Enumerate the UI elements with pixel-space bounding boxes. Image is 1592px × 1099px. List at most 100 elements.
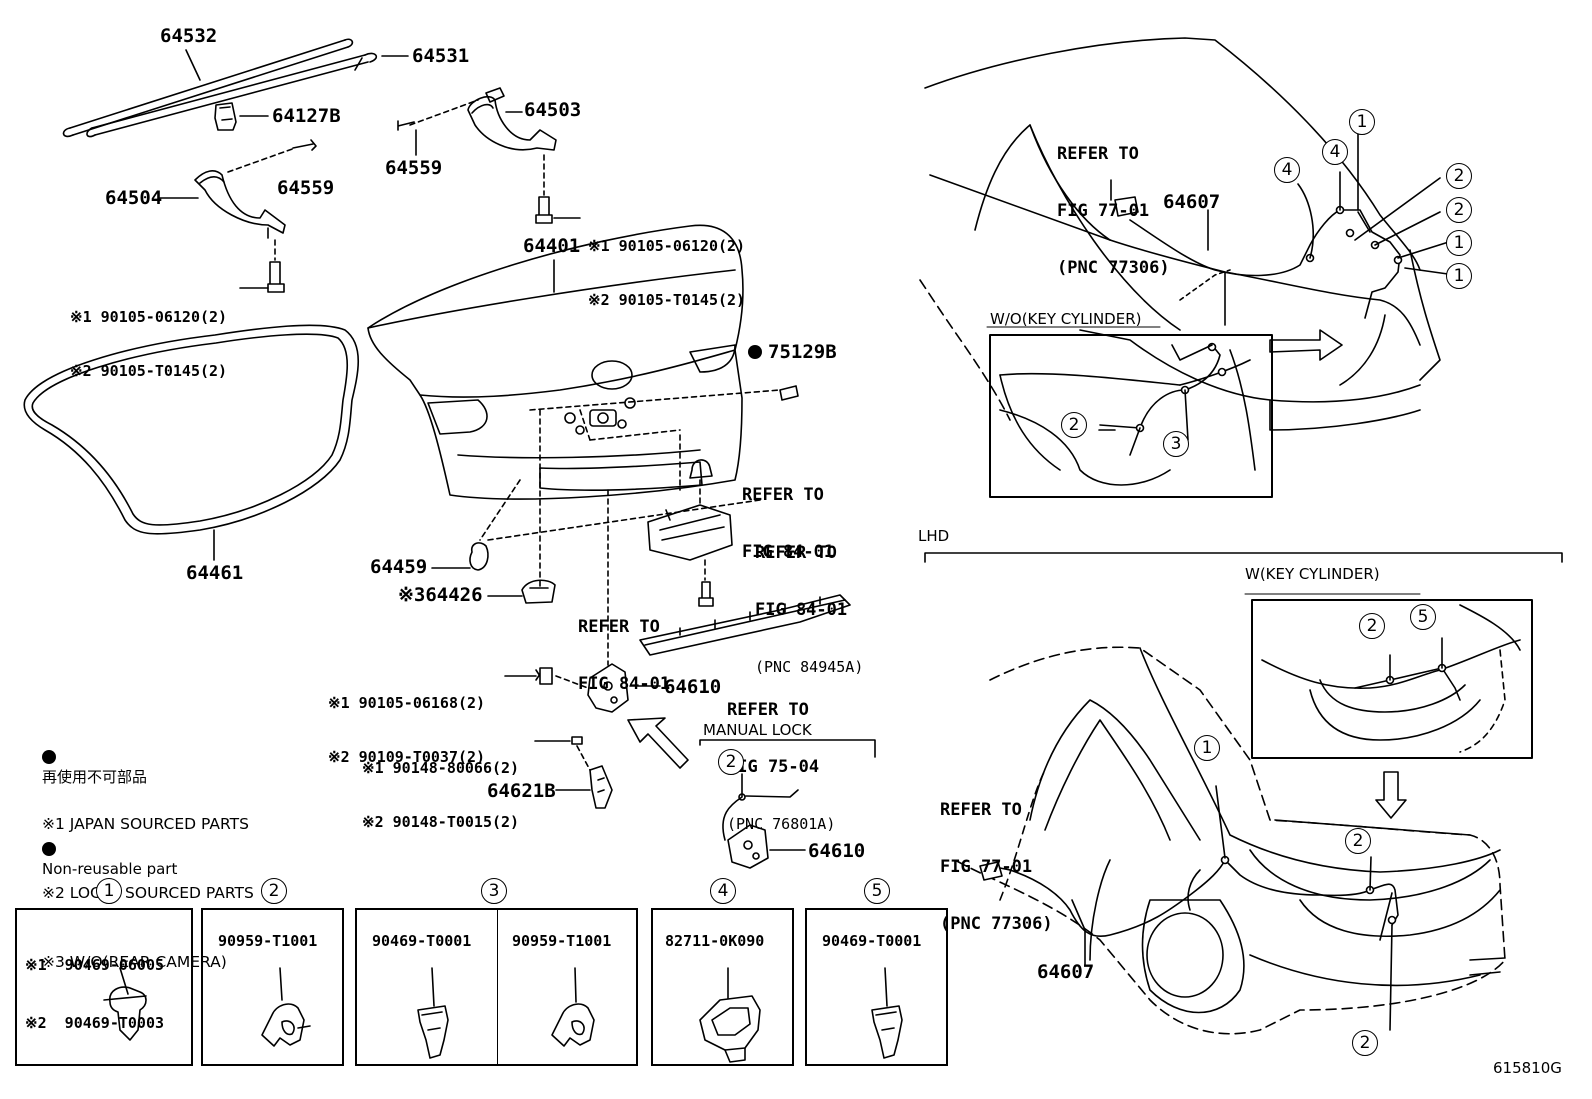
ref-line: (PNC 77306) [940, 914, 1053, 934]
label-75129b[interactable]: 75129B [748, 342, 837, 362]
clip-icon-3a [417, 1005, 449, 1059]
clip-box-1-parts: ※1 90469-06005 ※2 90469-T0003 [25, 918, 164, 1070]
label-64459[interactable]: 64459 [370, 556, 428, 578]
callout-2[interactable]: 2 [718, 749, 744, 775]
camera-note-mark: ※3 [398, 584, 426, 606]
bolt-striker-jp: ※1 90148-80066(2) [362, 759, 520, 777]
caption-wo-key-cylinder: W/O(KEY CYLINDER) [990, 310, 1142, 328]
clip-2-part: 90959-T1001 [218, 932, 318, 950]
label-64461[interactable]: 64461 [186, 562, 244, 584]
clip-icon-5 [871, 1005, 903, 1059]
refer-fig-77-01-bottom[interactable]: REFER TO FIG 77-01 (PNC 77306) [940, 763, 1053, 953]
ref-line: FIG 77-01 [940, 857, 1033, 877]
ref-line: REFER TO [755, 543, 837, 563]
ref-line: REFER TO [742, 485, 824, 505]
callout-2[interactable]: 2 [1352, 1030, 1378, 1056]
bracket-64504 [194, 170, 286, 239]
callout-3[interactable]: 3 [1163, 431, 1189, 457]
bolt-group-lock[interactable]: ※1 90105-06168(2) ※2 90109-T0037(2) [328, 658, 485, 784]
label-64504[interactable]: 64504 [105, 187, 163, 209]
callout-1[interactable]: 1 [1446, 230, 1472, 256]
clip-3b-part: 90959-T1001 [512, 932, 612, 950]
note-japan-sourced: ※1 JAPAN SOURCED PARTS [42, 815, 249, 833]
callout-1[interactable]: 1 [1349, 109, 1375, 135]
refer-fig-84-01-a[interactable]: REFER TO FIG 84-01 [742, 448, 834, 581]
callout-2[interactable]: 2 [1446, 197, 1472, 223]
wo-key-inset-art [999, 342, 1256, 486]
clip-box-2[interactable]: 90959-T1001 [201, 908, 344, 1066]
ref-line: REFER TO [578, 617, 660, 637]
clip-3a-part: 90469-T0001 [372, 932, 472, 950]
clip-icon-1 [103, 986, 147, 1041]
non-reusable-dot-icon [748, 345, 762, 359]
label-64559-left[interactable]: 64559 [277, 177, 335, 199]
manual-lock [722, 773, 799, 869]
callout-2[interactable]: 2 [1061, 412, 1087, 438]
label-64621b[interactable]: 64621B [487, 780, 556, 802]
lock-64610 [587, 663, 629, 713]
label-64503[interactable]: 64503 [524, 99, 582, 121]
ref-line: REFER TO [727, 700, 809, 720]
ref-line: REFER TO [940, 800, 1022, 820]
legend-row-en: Non-reusable part [42, 842, 177, 882]
clip-box-3-divider [497, 910, 498, 1064]
label-64610-manual[interactable]: 64610 [808, 840, 866, 862]
source-notes: ※1 JAPAN SOURCED PARTS ※2 LOCAL SOURCED … [42, 767, 254, 997]
callout-2[interactable]: 2 [1345, 828, 1371, 854]
clip-1-local: ※2 90469-T0003 [25, 1014, 164, 1032]
callout-1[interactable]: 1 [1446, 263, 1472, 289]
clip-box-4[interactable]: 82711-0K090 [651, 908, 794, 1066]
label-64532[interactable]: 64532 [160, 25, 218, 47]
bolt-left-local: ※2 90105-T0145(2) [70, 362, 228, 380]
bolt-left-jp: ※1 90105-06120(2) [70, 308, 228, 326]
label-64531[interactable]: 64531 [412, 45, 470, 67]
bolt-group-left[interactable]: ※1 90105-06120(2) ※2 90105-T0145(2) [70, 272, 227, 398]
refer-fig-77-01-top[interactable]: REFER TO FIG 77-01 (PNC 77306) [1057, 107, 1170, 297]
clip-box-4-number: 4 [710, 878, 736, 904]
note-local-sourced: ※2 LOCAL SOURCED PARTS [42, 884, 254, 902]
clip-box-3[interactable]: 90469-T0001 90959-T1001 [355, 908, 638, 1066]
callout-5[interactable]: 5 [1410, 604, 1436, 630]
ref-line: FIG 84-01 [742, 542, 835, 562]
ref-line: (PNC 84945A) [755, 658, 864, 676]
rear-view-car-bottom [954, 646, 1506, 1035]
caption-manual-lock: MANUAL LOCK [703, 721, 812, 739]
ref-line: FIG 77-01 [1057, 201, 1150, 221]
garnish-bar [639, 594, 851, 656]
w-key-inset-art [1261, 604, 1521, 753]
rod-64531 [86, 52, 378, 138]
callout-1[interactable]: 1 [1194, 735, 1220, 761]
clip-box-5[interactable]: 90469-T0001 [805, 908, 948, 1066]
clip-icon-3b [551, 1003, 595, 1047]
label-64559-center[interactable]: 64559 [385, 157, 443, 179]
callout-2[interactable]: 2 [1359, 613, 1385, 639]
caption-lhd: LHD [918, 527, 950, 545]
refer-fig-75-04[interactable]: REFER TO FIG 75-04 (PNC 76801A) [727, 663, 835, 853]
bolt-group-striker[interactable]: ※1 90148-80066(2) ※2 90148-T0015(2) [362, 723, 519, 849]
callout-4[interactable]: 4 [1322, 139, 1348, 165]
clip-box-3-number: 3 [481, 878, 507, 904]
clip-box-1[interactable]: ※1 90469-06005 ※2 90469-T0003 [15, 908, 193, 1066]
label-75129b-text: 75129B [768, 341, 837, 363]
ref-line: FIG 84-01 [755, 600, 848, 620]
label-64426[interactable]: ※364426 [398, 585, 483, 605]
ref-line: (PNC 76801A) [727, 815, 836, 833]
bolt-center-jp: ※1 90105-06120(2) [588, 237, 746, 255]
bumper-64459 [469, 542, 489, 571]
clip-5-part: 90469-T0001 [822, 932, 922, 950]
label-64607-top[interactable]: 64607 [1163, 191, 1221, 213]
callout-4[interactable]: 4 [1274, 157, 1300, 183]
label-64401[interactable]: 64401 [523, 235, 581, 257]
refer-fig-84-01-b[interactable]: REFER TO FIG 84-01 (PNC 84945A) [755, 506, 863, 696]
refer-fig-84-01-c[interactable]: REFER TO FIG 84-01 [578, 580, 670, 713]
label-64127b[interactable]: 64127B [272, 105, 341, 127]
callout-2[interactable]: 2 [1446, 163, 1472, 189]
label-64607-bottom[interactable]: 64607 [1037, 961, 1095, 983]
bolt-group-center[interactable]: ※1 90105-06120(2) ※2 90105-T0145(2) [588, 201, 745, 327]
label-64610-main[interactable]: 64610 [664, 676, 722, 698]
non-reusable-dot-icon [42, 842, 56, 856]
bolt-lock-local: ※2 90109-T0037(2) [328, 748, 486, 766]
weatherstrip-64461 [23, 324, 360, 535]
